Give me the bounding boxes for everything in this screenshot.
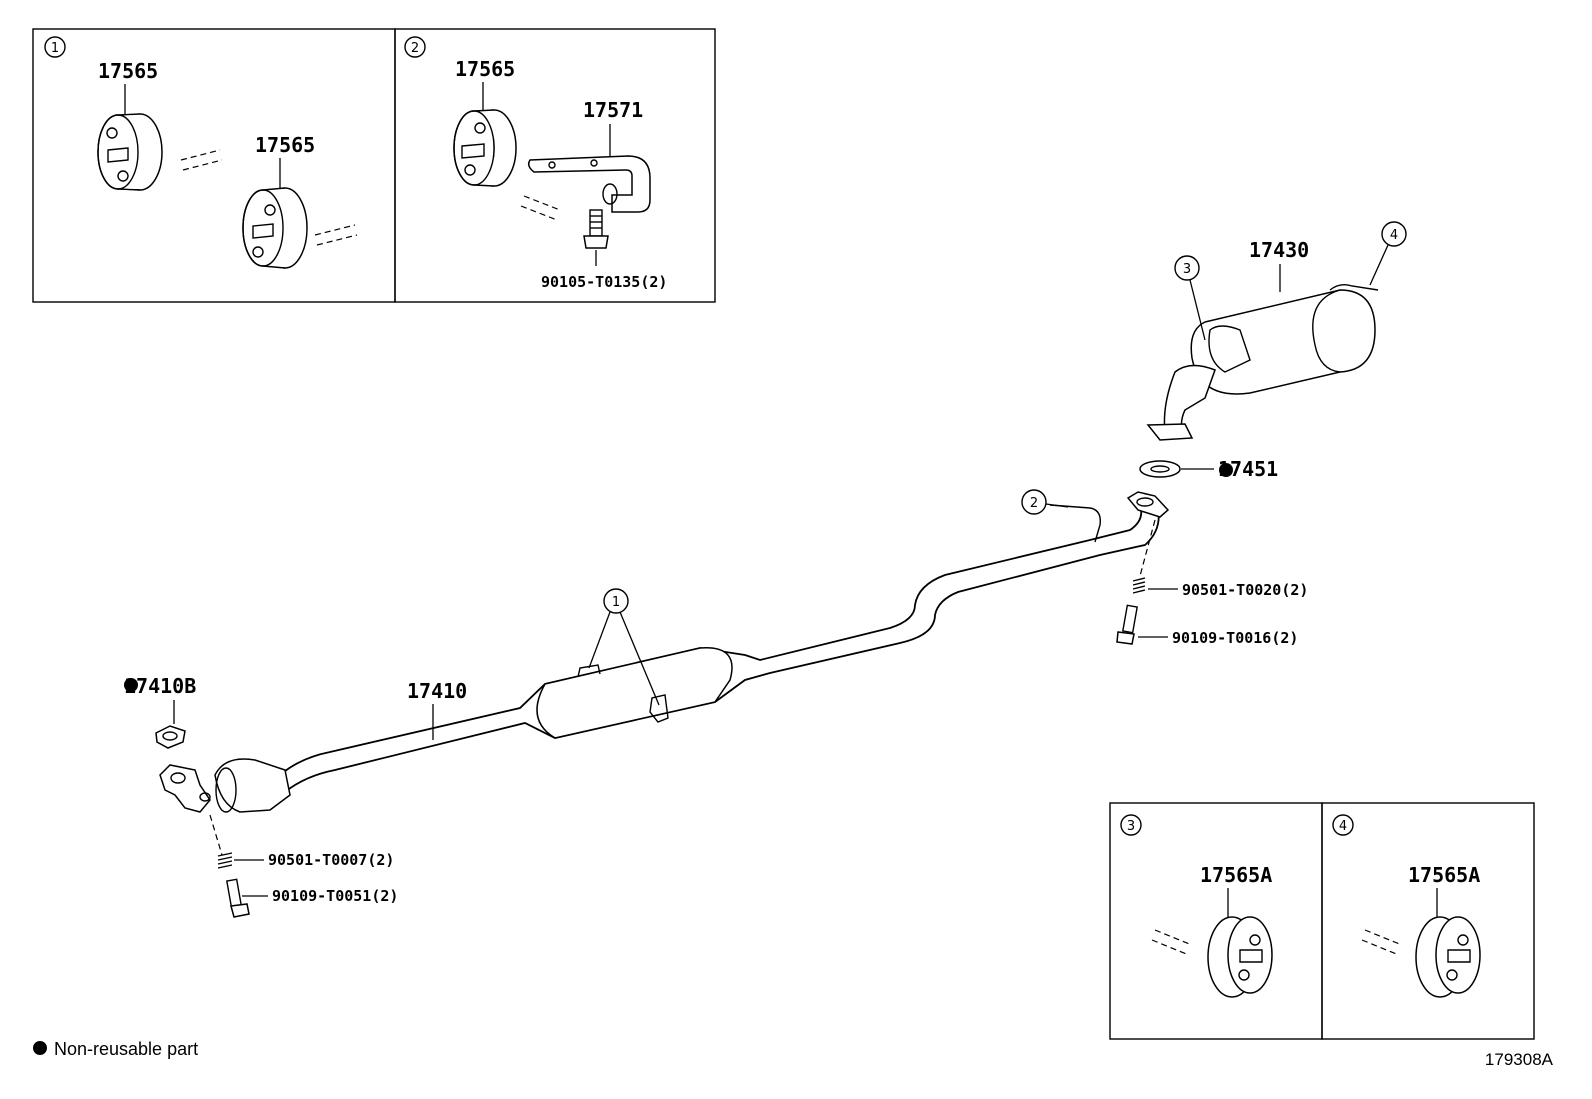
rear-spring-icon [1132,577,1146,594]
front-bolt-label: 90109-T0051(2) [272,887,398,905]
inset-2-index: 2 [411,41,419,56]
exhaust-pipe-assembly [159,491,1170,813]
non-reusable-marker-icon [1219,463,1233,477]
callout-1-circle [603,588,629,614]
callout-3: 3 [1183,262,1191,277]
front-bolt-icon [226,878,250,918]
inset-4-part-label: 17565A [1408,863,1480,887]
rubber-hanger-b-icon [242,187,308,269]
rubber-hanger-e-icon [1415,916,1481,998]
exhaust-bracket-icon [527,155,651,213]
inset-2-part-label-hanger: 17565 [455,57,515,81]
front-spring-label: 90501-T0007(2) [268,851,394,869]
pipe-rear-bracket-icon [1049,504,1101,543]
hanger-tab-b-icon [649,694,669,723]
inset-3-part-label: 17565A [1200,863,1272,887]
callout-2: 2 [1030,496,1038,511]
rear-spring-label: 90501-T0020(2) [1182,581,1308,599]
diagram-reference: 179308A [1485,1050,1554,1069]
inset-box-4: 4 17565A [1321,802,1535,1040]
bolt-icon [583,209,609,249]
catalytic-converter-icon [214,758,291,813]
rear-bolt-icon [1116,604,1138,645]
front-gasket-icon [155,725,186,749]
resonator-icon [536,647,733,739]
rubber-hanger-d-icon [1207,916,1273,998]
muffler-icon [1146,283,1379,441]
inset-4-index: 4 [1339,819,1347,834]
inset-3-index: 3 [1127,819,1135,834]
inset-box-3: 3 17565A [1109,802,1323,1040]
rubber-hanger-a-icon [97,113,163,191]
legend-marker-icon [33,1041,47,1055]
muffler-label: 17430 [1249,238,1309,262]
inset-1-part-label-b: 17565 [255,133,315,157]
front-flange-icon [159,764,211,813]
legend-text: Non-reusable part [54,1039,198,1059]
inset-2-part-label-bracket: 17571 [583,98,643,122]
non-reusable-marker-icon [124,678,138,692]
inset-2-bolt-label: 90105-T0135(2) [541,273,667,291]
rear-gasket-icon [1139,460,1181,478]
rear-flange-icon [1126,491,1170,518]
pipe-label: 17410 [407,679,467,703]
inset-box-1: 1 17565 17565 [32,28,396,303]
callout-1: 1 [612,595,620,610]
front-spring-icon [217,852,233,869]
rubber-hanger-c-icon [453,109,517,187]
inset-box-2: 2 17565 17571 [394,28,716,303]
callout-4: 4 [1390,228,1398,243]
inset-1-index-circle [44,36,66,58]
inset-1-index: 1 [51,41,59,56]
inset-1-part-label-a: 17565 [98,59,158,83]
rear-bolt-label: 90109-T0016(2) [1172,629,1298,647]
